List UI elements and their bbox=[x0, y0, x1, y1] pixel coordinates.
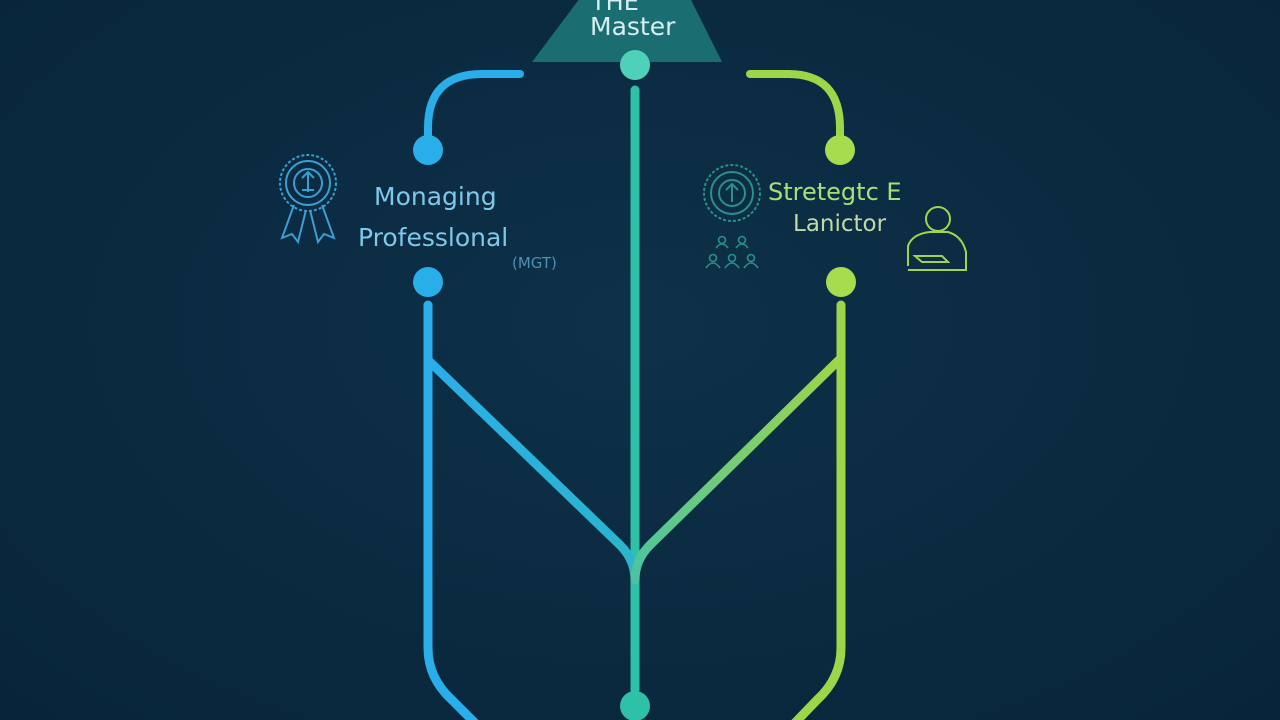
right-upper-node bbox=[825, 135, 855, 165]
left-branch-abbreviation: (MGT) bbox=[512, 254, 557, 272]
right-converge-line bbox=[630, 355, 844, 585]
left-lower-node bbox=[413, 267, 443, 297]
left-branch-label-line1: Monaging bbox=[374, 182, 497, 211]
left-path-line bbox=[423, 300, 479, 720]
bottom-node bbox=[620, 691, 650, 720]
right-branch-label-line2: Lanictor bbox=[793, 211, 887, 237]
right-branch-label-line1: Stretegtc E bbox=[768, 180, 902, 204]
top-node-title-line2: Master bbox=[590, 12, 676, 41]
person-icon bbox=[907, 206, 967, 271]
top-node bbox=[620, 50, 650, 80]
left-converge-line bbox=[425, 357, 640, 585]
top-banner bbox=[532, 0, 722, 62]
right-branch-label-line1-suffix: E bbox=[886, 178, 902, 206]
top-node-title-line1: THE bbox=[591, 0, 639, 16]
left-upper-node bbox=[413, 135, 443, 165]
team-icon bbox=[705, 235, 759, 269]
right-path-line bbox=[791, 300, 846, 720]
right-top-arc bbox=[746, 70, 844, 144]
left-top-arc bbox=[424, 70, 524, 144]
right-branch-label-line1-text: Stretegtc bbox=[768, 178, 879, 206]
award-ribbon-icon bbox=[279, 154, 337, 245]
badge-icon bbox=[703, 164, 761, 222]
left-branch-label-line2: Professlonal bbox=[358, 223, 509, 252]
right-lower-node bbox=[826, 267, 856, 297]
